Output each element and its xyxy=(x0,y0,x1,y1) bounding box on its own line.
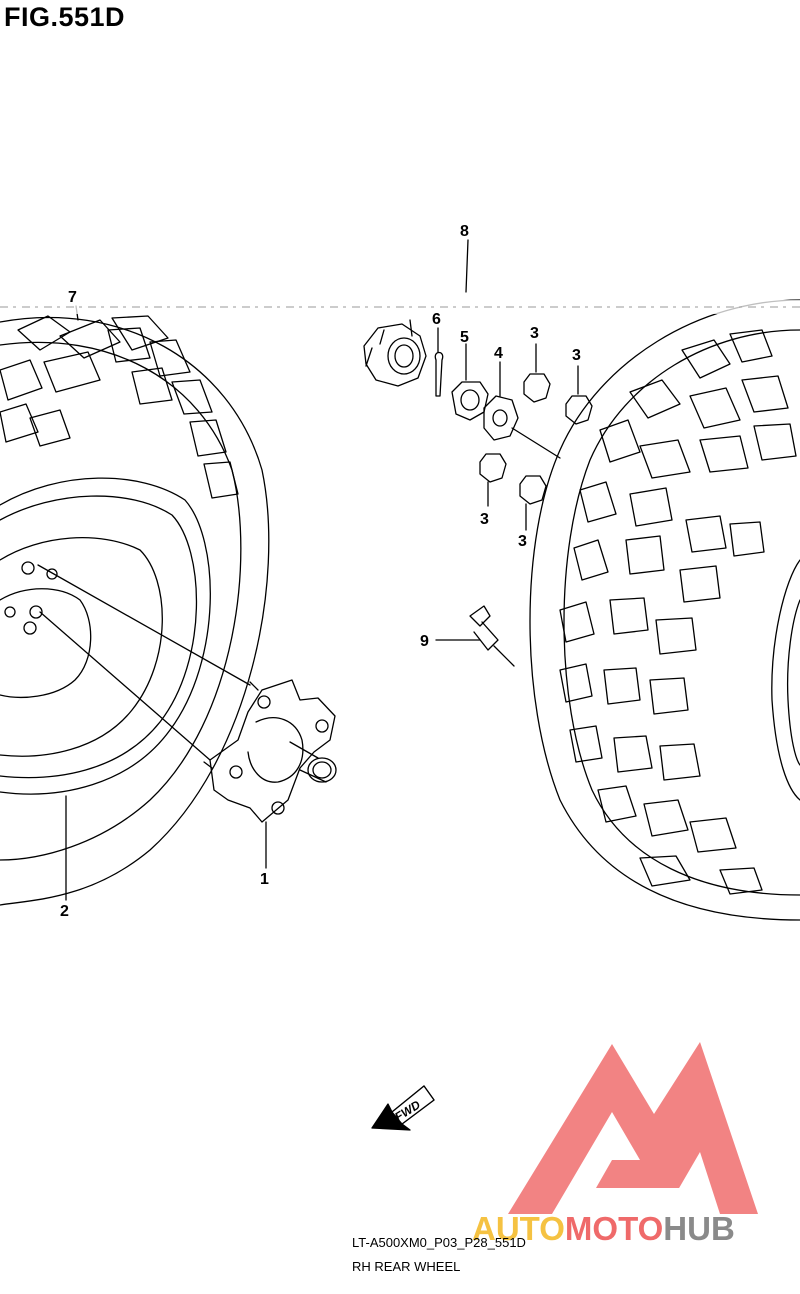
model-code: LT-A500XM0_P03_P28_551D xyxy=(352,1235,526,1250)
leader-lines xyxy=(65,239,579,901)
callout-3-c: 3 xyxy=(480,511,489,528)
callout-3-b: 3 xyxy=(572,347,581,364)
nut-part5-drawing xyxy=(451,381,489,421)
callout-labels: 1 2 3 3 3 3 4 5 6 7 8 9 FWD xyxy=(60,223,581,1124)
fwd-arrow-drawing xyxy=(371,1085,435,1131)
callout-9: 9 xyxy=(420,633,429,650)
valve-stem-drawing xyxy=(469,605,515,667)
watermark-text-hub: HUB xyxy=(663,1210,735,1247)
callout-7: 7 xyxy=(68,289,77,306)
lug-nuts-drawing xyxy=(479,373,593,505)
callout-6: 6 xyxy=(432,311,441,328)
axle-nut-drawing xyxy=(363,323,427,387)
watermark-text: AUTOMOTOHUB xyxy=(472,1210,735,1248)
callout-3-a: 3 xyxy=(530,325,539,342)
wheel-hub-drawing xyxy=(203,679,337,823)
cotter-pin-drawing xyxy=(434,351,444,397)
tire-left-drawing xyxy=(0,315,270,906)
watermark-text-auto: AUTO xyxy=(472,1210,565,1247)
figure-title: FIG.551D xyxy=(4,2,126,32)
callout-4: 4 xyxy=(494,345,503,362)
watermark-text-moto: MOTO xyxy=(564,1210,664,1247)
callout-3-d: 3 xyxy=(518,533,527,550)
callout-2: 2 xyxy=(60,903,69,920)
callout-8: 8 xyxy=(460,223,469,240)
tire-right-drawing xyxy=(529,299,800,921)
washer-part4-drawing xyxy=(483,395,519,441)
callout-1: 1 xyxy=(260,871,269,888)
section-name: RH REAR WHEEL xyxy=(352,1259,461,1274)
watermark-logo-icon xyxy=(508,1042,758,1214)
rim-left-drawing xyxy=(0,477,251,795)
callout-5: 5 xyxy=(460,329,469,346)
